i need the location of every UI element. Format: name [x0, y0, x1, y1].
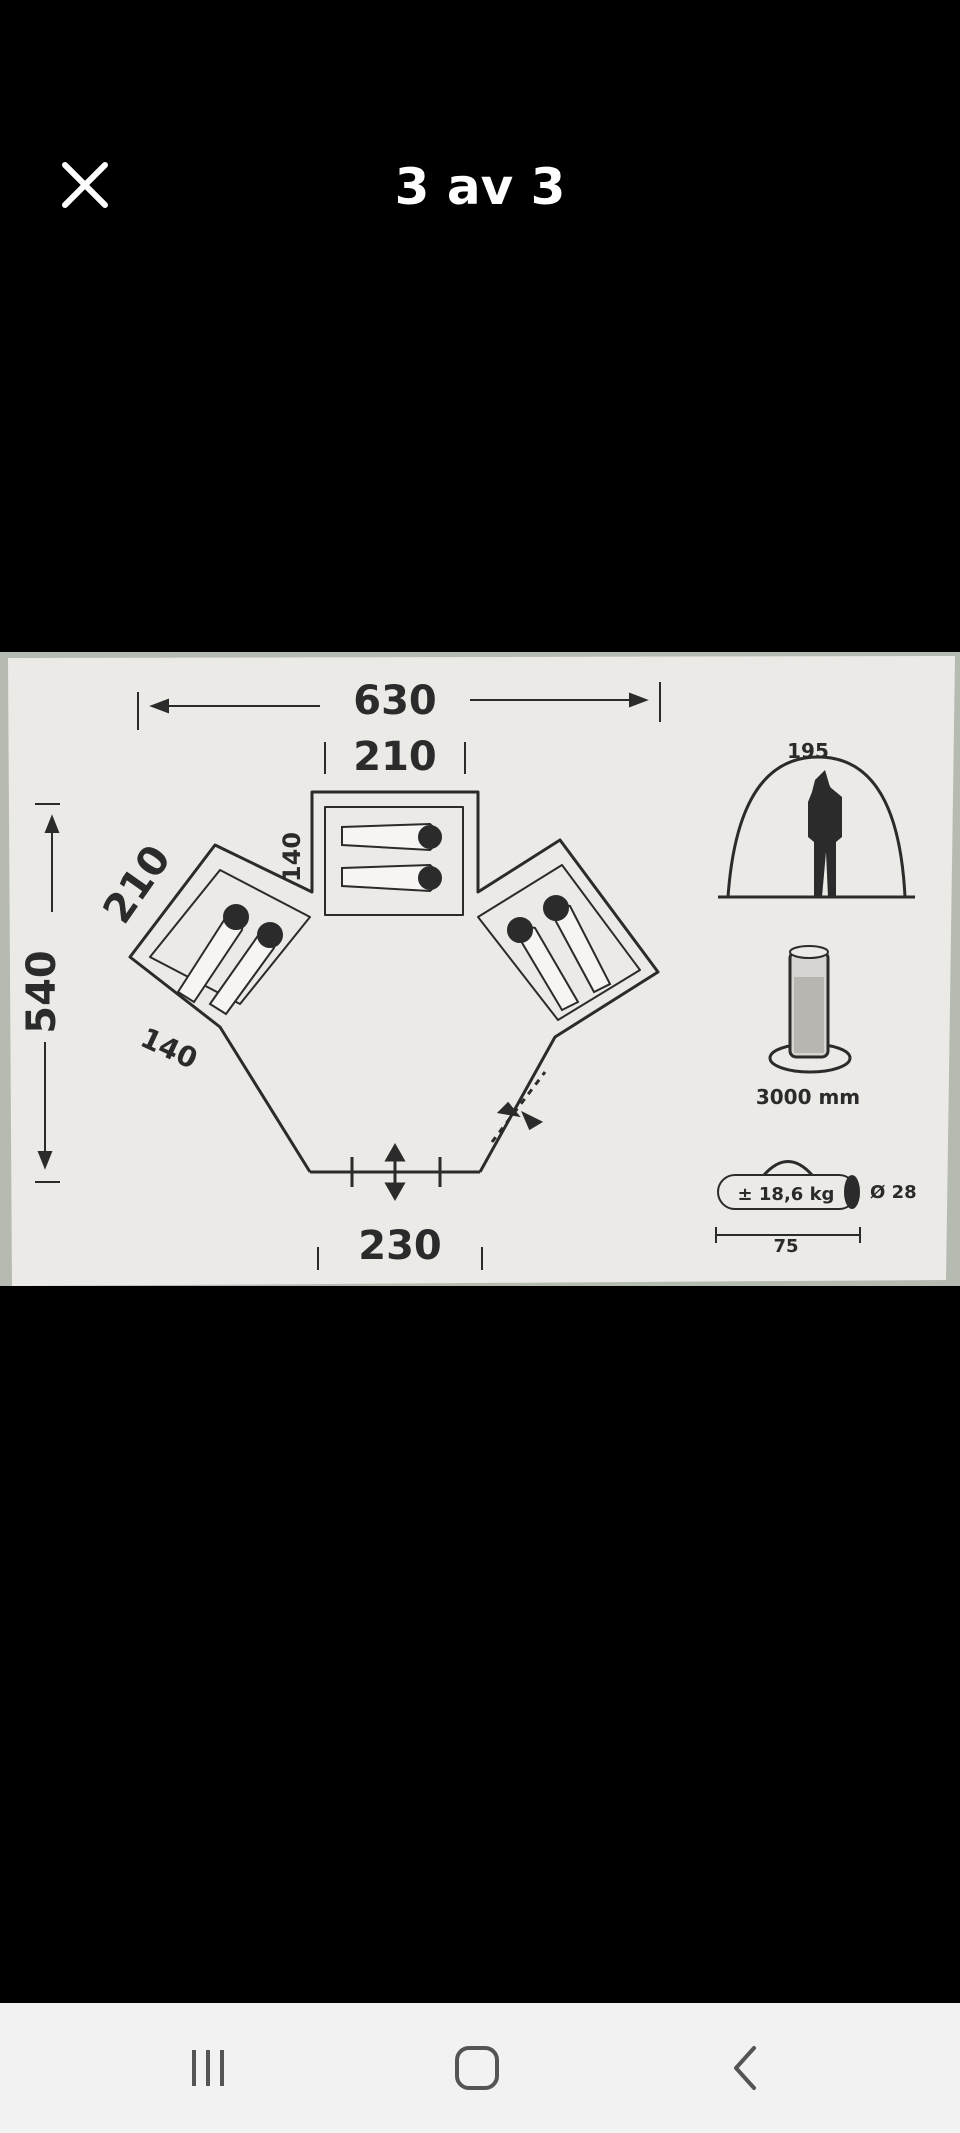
close-icon: [62, 162, 108, 208]
center-room: [324, 806, 464, 916]
paper-sheet: [8, 656, 955, 1286]
tent-floorplan-photo[interactable]: 630 210 140 210 140 540 230 195 3000 mm: [0, 652, 960, 1286]
center-depth-label: 140: [278, 832, 306, 882]
tent-outline: [128, 790, 660, 1173]
home-icon: [455, 2046, 499, 2090]
right-room: [477, 864, 641, 1021]
close-button[interactable]: [50, 150, 120, 220]
home-button[interactable]: [417, 2028, 537, 2108]
viewer-top-bar: 3 av 3: [0, 0, 960, 380]
back-icon: [734, 2046, 756, 2090]
pack-bag-icon: [715, 1160, 861, 1243]
front-width-label: 230: [358, 1223, 442, 1269]
total-depth-label: 540: [19, 950, 65, 1034]
spec-weight: ± 18,6 kg: [738, 1184, 835, 1205]
total-width-label: 630: [353, 678, 437, 724]
recents-button[interactable]: [148, 2028, 268, 2108]
spec-diameter: Ø 28: [870, 1182, 917, 1203]
image-counter: 3 av 3: [394, 158, 566, 216]
spec-height: 195: [787, 739, 829, 763]
recents-icon: [192, 2050, 224, 2086]
center-width-label: 210: [353, 734, 437, 780]
water-column-icon: [768, 945, 852, 1074]
spec-water-column: 3000 mm: [756, 1085, 860, 1109]
system-nav-bar: [0, 2003, 960, 2133]
spec-length: 75: [773, 1236, 798, 1257]
tent-diagram: 630 210 140 210 140 540 230 195 3000 mm: [0, 652, 960, 1286]
back-button[interactable]: [686, 2028, 806, 2108]
left-room: [149, 869, 311, 1005]
